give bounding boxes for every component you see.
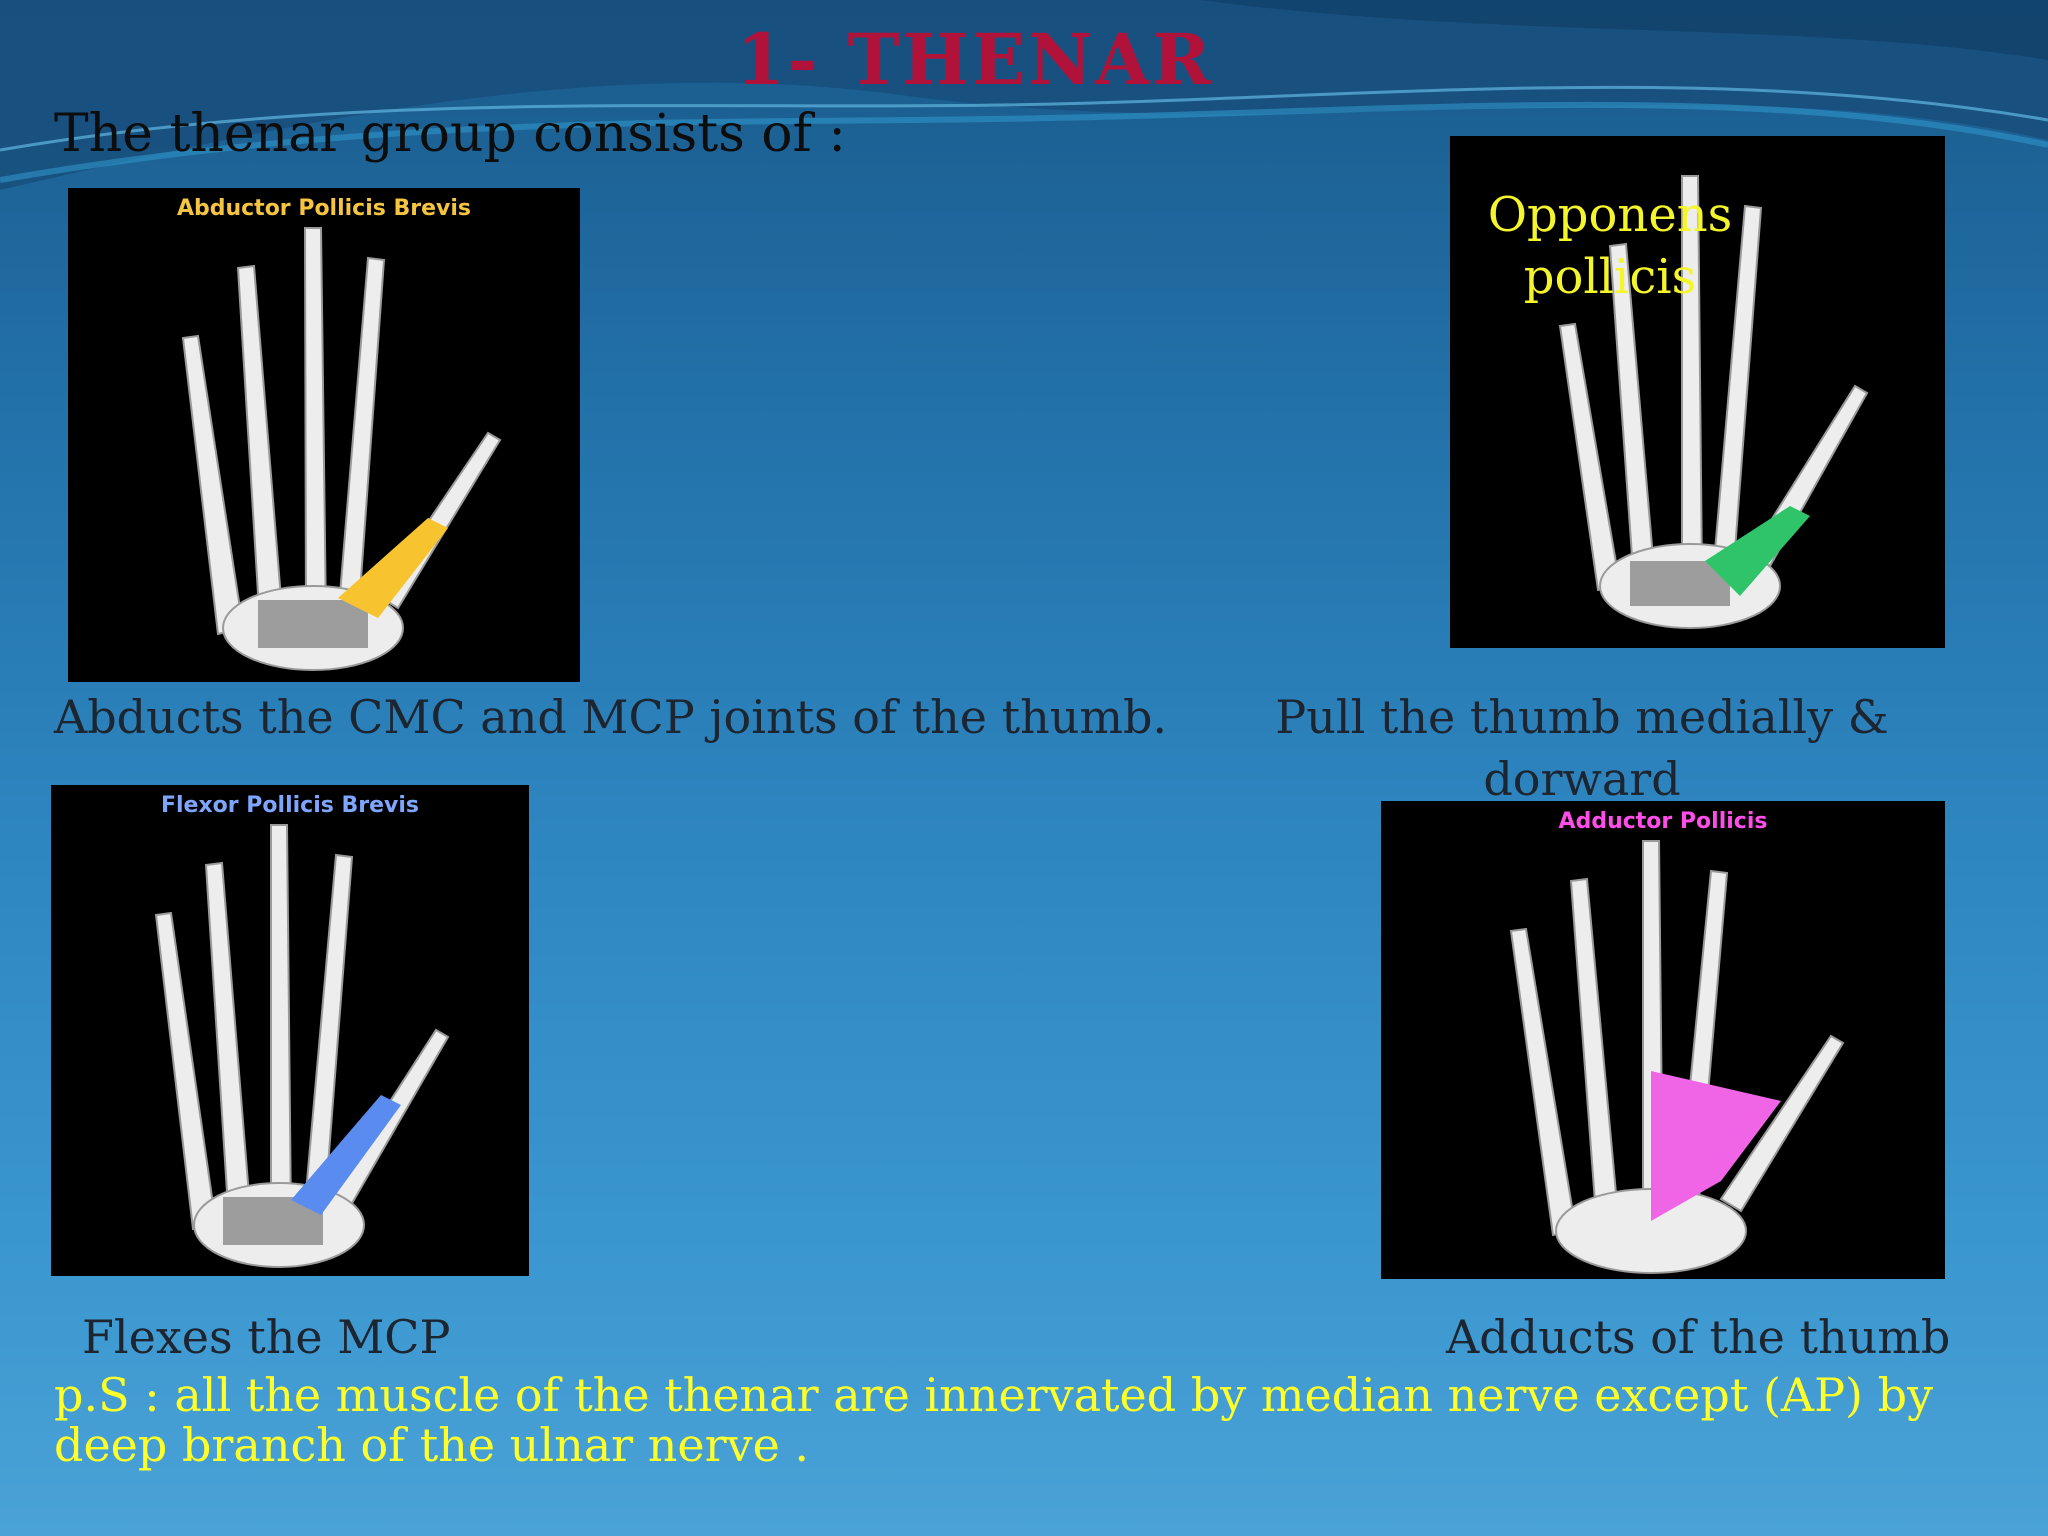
adductor-pollicis-image: Adductor Pollicis bbox=[1381, 801, 1945, 1279]
panel-label: Opponens pollicis bbox=[1487, 187, 1733, 305]
opponens-pollicis-image: Opponens pollicis bbox=[1450, 136, 1945, 648]
hand-skeleton-icon bbox=[1558, 175, 1869, 629]
intro-text: The thenar group consists of : bbox=[54, 104, 846, 164]
slide-title: 1- Thenar bbox=[736, 18, 1214, 101]
panel-label: Adductor Pollicis bbox=[1558, 809, 1768, 834]
hand-skeleton-icon bbox=[181, 227, 502, 671]
flexor-caption: Flexes the MCP bbox=[82, 1310, 451, 1364]
panel-label: Abductor Pollicis Brevis bbox=[176, 196, 472, 221]
flexor-pollicis-brevis-image: Flexor Pollicis Brevis bbox=[51, 785, 529, 1276]
hand-skeleton-icon bbox=[154, 824, 450, 1268]
abductor-caption: Abducts the CMC and MCP joints of the th… bbox=[54, 690, 1168, 744]
abductor-pollicis-brevis-image: Abductor Pollicis Brevis bbox=[68, 188, 580, 682]
adductor-caption: Adducts of the thumb bbox=[1446, 1310, 1951, 1364]
hand-skeleton-icon bbox=[1509, 840, 1845, 1274]
header-wave-decoration bbox=[0, 0, 2048, 190]
footnote: p.S : all the muscle of the thenar are i… bbox=[54, 1368, 1934, 1472]
panel-label: Flexor Pollicis Brevis bbox=[160, 793, 420, 818]
